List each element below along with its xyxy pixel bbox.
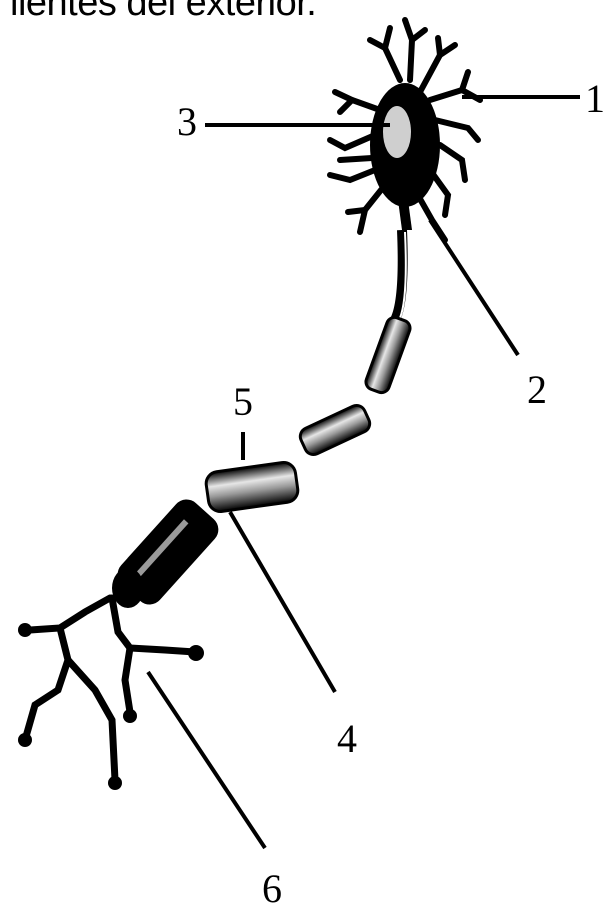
nucleus bbox=[383, 106, 411, 158]
label-3: 3 bbox=[177, 99, 197, 144]
label-4: 4 bbox=[337, 716, 357, 761]
label-2: 2 bbox=[527, 367, 547, 412]
axon bbox=[395, 200, 412, 320]
label-6: 6 bbox=[262, 866, 282, 908]
label-1: 1 bbox=[585, 76, 605, 121]
label-5: 5 bbox=[233, 379, 253, 424]
axon-terminals bbox=[25, 598, 195, 780]
